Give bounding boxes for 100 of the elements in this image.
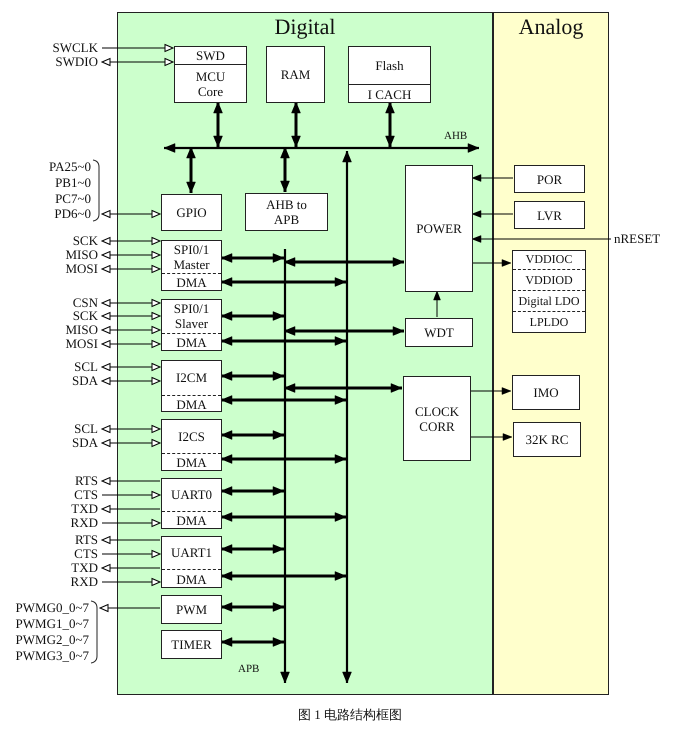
arrow: [220, 602, 284, 612]
block-label: TIMER: [170, 636, 213, 654]
arrow: [102, 340, 160, 348]
block-label: POWER: [415, 220, 463, 238]
pin-label: PWMG1_0~7: [16, 616, 89, 632]
arrow: [102, 425, 160, 433]
arrow: [213, 102, 223, 148]
arrow: [102, 312, 160, 320]
pin-label: MOSI: [65, 261, 98, 277]
block-box: [161, 595, 222, 624]
block-label: IMO: [532, 384, 560, 402]
arrow: [102, 265, 160, 273]
bus-label: APB: [238, 663, 260, 675]
block-box: [512, 250, 586, 333]
pin-label: SCK: [72, 233, 98, 249]
arrow: [102, 519, 160, 527]
pin-label: TXD: [71, 560, 98, 576]
figure-caption: 图 1 电路结构框图: [297, 706, 403, 724]
pin-label: PWMG3_0~7: [16, 648, 89, 664]
block-box: [513, 422, 581, 457]
arrow: [102, 477, 160, 485]
block-label: Flash: [374, 56, 405, 74]
block-label: DMA: [162, 569, 221, 588]
block-label: SWD: [195, 46, 226, 64]
pin-label: MISO: [65, 247, 98, 263]
arrow: [102, 377, 160, 385]
pin-label: SCK: [72, 308, 98, 324]
arrow: [472, 235, 612, 243]
block-box: [161, 240, 222, 291]
arrow: [102, 251, 160, 259]
block-label: LPLDO: [513, 311, 585, 333]
arrow: [100, 604, 160, 612]
arrow: [220, 430, 284, 440]
block-label: SPI0/1 Master: [172, 240, 211, 273]
block-label: VDDIOC: [524, 251, 574, 268]
block-box: [161, 478, 222, 529]
arrow: [470, 433, 512, 441]
block-label: MCU Core: [175, 64, 246, 103]
arrow: [220, 371, 284, 381]
pin-label: PWMG2_0~7: [16, 632, 89, 648]
arrow: [220, 311, 284, 321]
block-label: SPI0/1 Slaver: [172, 300, 210, 333]
arrow: [472, 259, 512, 267]
arrow: [472, 174, 514, 182]
block-label: DMA: [162, 273, 221, 291]
pin-label: PA25~0: [49, 159, 91, 175]
arrow: [291, 102, 301, 148]
block-box: [161, 536, 222, 588]
arrow: [284, 326, 404, 336]
pin-label: SWDIO: [55, 54, 98, 70]
domain-panel: [117, 12, 493, 695]
block-box: [245, 193, 328, 231]
arrow: [102, 564, 160, 572]
block-label: AHB to APB: [265, 196, 308, 229]
block-box: [514, 201, 585, 229]
arrow: [102, 505, 160, 513]
block-box: [405, 318, 473, 347]
block-label: UART0: [170, 486, 214, 504]
block-label: UART1: [170, 544, 214, 562]
pin-label: SDA: [72, 435, 98, 451]
block-label: DMA: [162, 333, 221, 351]
arrow: [284, 257, 404, 267]
arrow: [186, 146, 196, 194]
panel-title: Analog: [518, 14, 584, 40]
arrow: [102, 44, 174, 52]
block-label: I CACH: [349, 84, 430, 103]
pin-label: RXD: [70, 574, 98, 590]
block-box: [266, 46, 325, 103]
block-label: VDDIOD: [513, 269, 585, 290]
pin-label: nRESET: [614, 231, 660, 247]
pin-label: SWCLK: [52, 40, 98, 56]
pin-label: MOSI: [65, 336, 98, 352]
block-label: Digital LDO: [513, 290, 585, 311]
pin-label: SCL: [74, 421, 98, 437]
pin-label: PD6~0: [54, 206, 91, 222]
block-label: GPIO: [175, 204, 208, 222]
block-label: DMA: [162, 395, 221, 412]
arrow: [102, 363, 160, 371]
block-box: [161, 299, 222, 351]
arrow: [385, 102, 395, 148]
block-label: POR: [536, 170, 564, 188]
block-label: DMA: [162, 511, 221, 529]
arrow: [433, 290, 441, 318]
block-box: [403, 376, 471, 461]
arrow: [102, 536, 160, 544]
pin-label: RXD: [70, 515, 98, 531]
pin-label: RTS: [74, 532, 98, 548]
pin-label: PB1~0: [55, 175, 91, 191]
arrow: [220, 336, 346, 346]
block-label: LVR: [536, 206, 563, 224]
pin-label: PC7~0: [55, 191, 91, 207]
arrow: [220, 512, 346, 522]
arrow: [102, 210, 160, 218]
arrow: [280, 146, 290, 192]
domain-panel: [493, 12, 609, 695]
arrow: [102, 439, 160, 447]
arrow: [284, 383, 402, 393]
arrow: [102, 299, 160, 307]
block-box: [174, 46, 247, 103]
arrow: [220, 253, 284, 263]
